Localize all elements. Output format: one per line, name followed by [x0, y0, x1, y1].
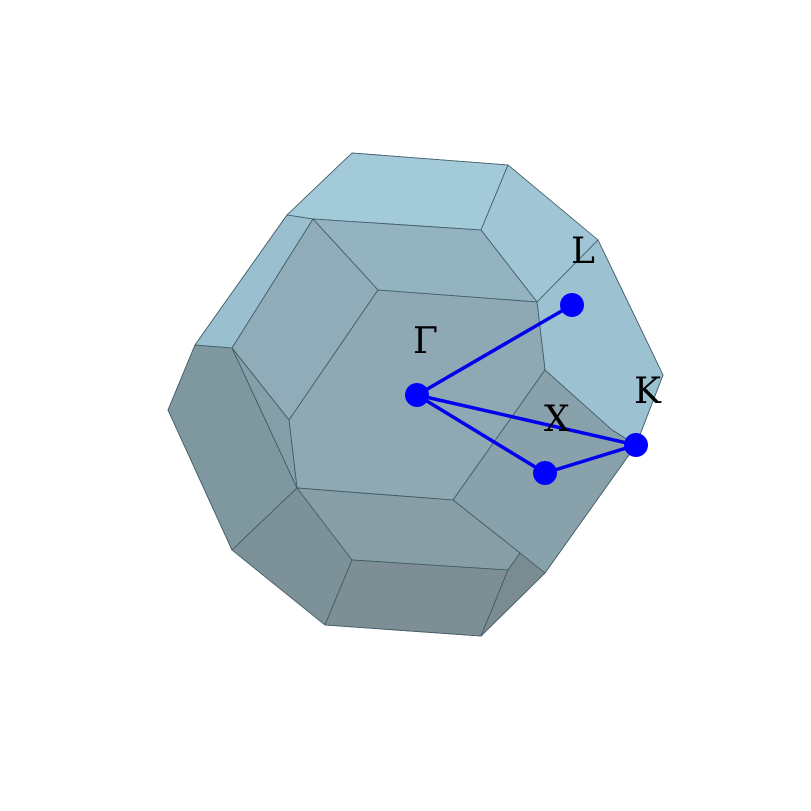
label-l: L [571, 231, 595, 272]
face-bottom-right [480, 552, 546, 637]
point-k [624, 433, 648, 457]
high-symmetry-path [415, 303, 638, 475]
face-top [286, 152, 509, 231]
point-gamma [405, 383, 429, 407]
path-x-k [543, 443, 638, 475]
point-x [533, 461, 557, 485]
label-gamma: Γ [413, 321, 438, 362]
point-l [560, 293, 584, 317]
path-gamma-k [415, 393, 638, 447]
face-left-inner [231, 347, 298, 489]
label-x: X [544, 399, 570, 440]
path-gamma-x [415, 393, 547, 475]
label-k: K [634, 371, 662, 412]
face-bottom [324, 559, 509, 637]
path-gamma-l [415, 303, 574, 397]
